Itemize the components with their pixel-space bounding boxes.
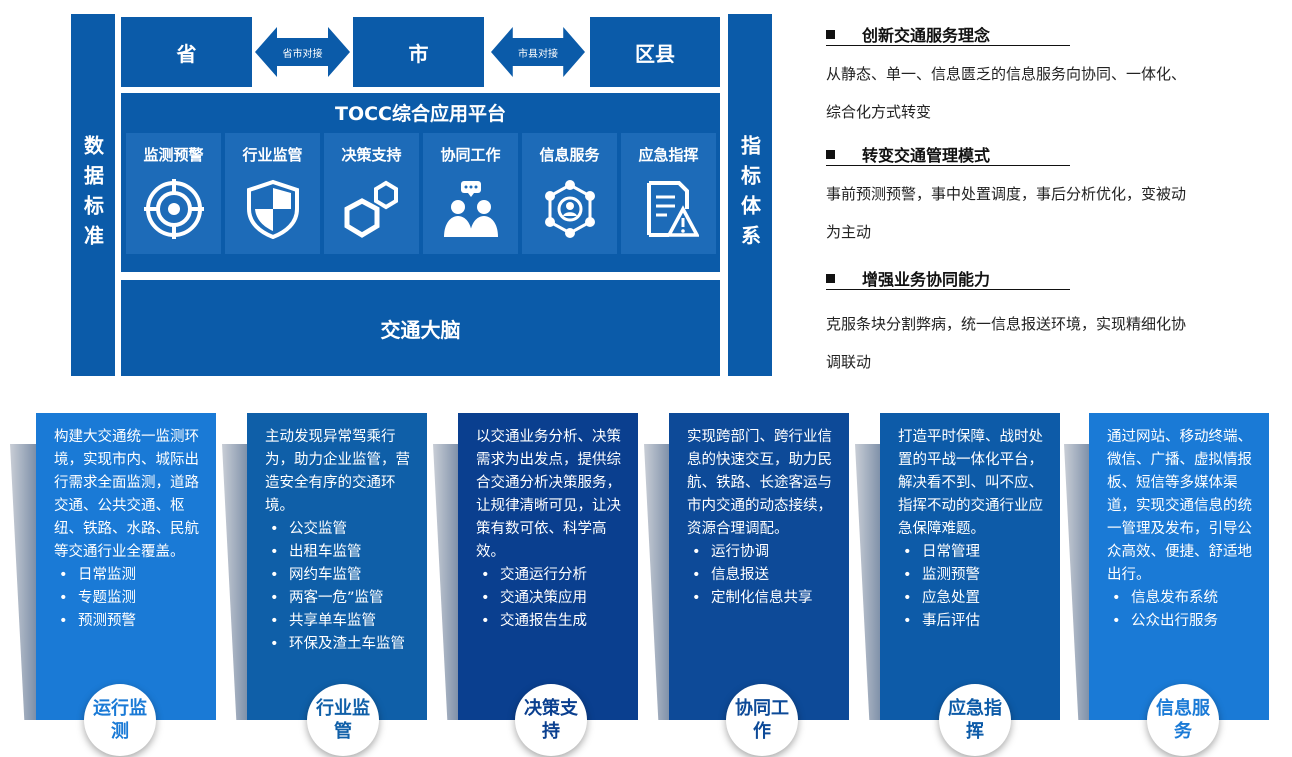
module-label: 应急指挥 [638,146,699,164]
module-emergency-command: 应急指挥 [621,133,716,254]
card-emergency-command: 打造平时保障、战时处置的平战一体化平台，解决看不到、叫不应、指挥不动的交通行业应… [880,413,1060,720]
module-decision-support: 决策支持 [324,133,419,254]
module-monitoring: 监测预警 [126,133,221,254]
module-information-service: 信息服务 [522,133,617,254]
list-item: 公众出行服务 [1107,610,1260,633]
list-item: 专题监测 [54,587,207,610]
square-bullet-icon [826,150,835,159]
badge-decision-support: 决策支持 [515,684,587,756]
card-collaboration: 实现跨部门、跨行业信息的快速交互，助力民航、铁路、长途客运与市内交通的动态接续，… [669,413,849,720]
list-item: 共享单车监管 [265,610,418,633]
module-label: 协同工作 [440,146,501,164]
list-item: 两客一危”监管 [265,587,418,610]
list-item: 日常监测 [54,564,207,587]
document-warning-icon [639,179,699,239]
province-city-connector: 省市对接 [255,27,350,77]
city-county-connector: 市县对接 [491,27,585,77]
traffic-brain: 交通大脑 [121,280,720,376]
card-description: 打造平时保障、战时处置的平战一体化平台，解决看不到、叫不应、指挥不动的交通行业应… [898,429,1043,537]
double-arrow-icon [491,27,585,77]
list-item: 交通报告生成 [476,610,629,633]
list-item: 信息发布系统 [1107,587,1260,610]
list-item: 监测预警 [898,564,1051,587]
platform-title: TOCC综合应用平台 [334,103,506,125]
network-user-icon [540,179,600,239]
list-item: 事后评估 [898,610,1051,633]
info-heading-3: 增强业务协同能力 [826,266,1070,290]
module-industry-supervision: 行业监管 [225,133,320,254]
badge-collaboration: 协同工作 [726,684,798,756]
card-description: 实现跨部门、跨行业信息的快速交互，助力民航、铁路、长途客运与市内交通的动态接续，… [687,429,832,537]
city-county-connector-label: 市县对接 [518,48,558,60]
shield-icon [243,179,303,239]
module-label: 信息服务 [539,146,600,164]
badge-information-service: 信息服务 [1147,684,1219,756]
level-city: 市 [353,17,484,87]
hexagon-icon [342,179,402,239]
square-bullet-icon [826,274,835,283]
list-item: 日常管理 [898,541,1051,564]
square-bullet-icon [826,30,835,39]
list-item: 定制化信息共享 [687,587,840,610]
badge-emergency-command: 应急指挥 [939,684,1011,756]
list-item: 网约车监管 [265,564,418,587]
info-text-2: 事前预测预警，事中处置调度，事后分析优化，变被动为主动 [826,185,1187,241]
card-operation-monitoring: 构建大交通统一监测环境，实现市内、城际出行需求全面监测，道路交通、公共交通、枢纽… [36,413,216,720]
list-item: 环保及渣土车监管 [265,633,418,656]
info-heading-1: 创新交通服务理念 [826,22,1070,46]
module-collaboration: 协同工作 [423,133,518,254]
badge-operation-monitoring: 运行监测 [84,684,156,756]
province-city-connector-label: 省市对接 [282,48,323,60]
card-decision-support: 以交通业务分析、决策需求为出发点，提供综合交通分析决策服务，让规律清晰可见，让决… [458,413,638,720]
info-text-1: 从静态、单一、信息匮乏的信息服务向协同、一体化、综合化方式转变 [826,65,1187,121]
card-description: 主动发现异常驾乘行为，助力企业监管，营造安全有序的交通环境。 [265,429,410,514]
module-label: 决策支持 [341,146,402,164]
badge-industry-supervision: 行业监管 [307,684,379,756]
card-description: 构建大交通统一监测环境，实现市内、城际出行需求全面监测，道路交通、公共交通、枢纽… [54,429,199,560]
card-description: 以交通业务分析、决策需求为出发点，提供综合交通分析决策服务，让规律清晰可见，让决… [476,429,621,560]
list-item: 应急处置 [898,587,1051,610]
indicator-system-bar: 指标体系 [728,14,772,376]
level-province: 省 [121,17,252,87]
info-text-3: 克服条块分割弊病，统一信息报送环境，实现精细化协调联动 [826,315,1187,371]
card-description: 通过网站、移动终端、微信、广播、虚拟情报板、短信等多媒体渠道，实现交通信息的统一… [1107,429,1252,583]
team-chat-icon [441,179,501,239]
tocc-platform: TOCC综合应用平台 监测预警 行业监管 决策支持 [121,93,720,272]
list-item: 交通决策应用 [476,587,629,610]
list-item: 信息报送 [687,564,840,587]
list-item: 交通运行分析 [476,564,629,587]
target-icon [144,179,204,239]
double-arrow-icon [255,27,350,77]
level-county: 区县 [590,17,720,87]
module-label: 监测预警 [143,146,204,164]
info-heading-2: 转变交通管理模式 [826,142,1070,166]
list-item: 出租车监管 [265,541,418,564]
list-item: 预测预警 [54,610,207,633]
card-information-service: 通过网站、移动终端、微信、广播、虚拟情报板、短信等多媒体渠道，实现交通信息的统一… [1089,413,1269,720]
data-standard-bar: 数据标准 [71,14,115,376]
card-industry-supervision: 主动发现异常驾乘行为，助力企业监管，营造安全有序的交通环境。 公交监管 出租车监… [247,413,427,720]
list-item: 运行协调 [687,541,840,564]
module-label: 行业监管 [242,146,303,164]
list-item: 公交监管 [265,518,418,541]
